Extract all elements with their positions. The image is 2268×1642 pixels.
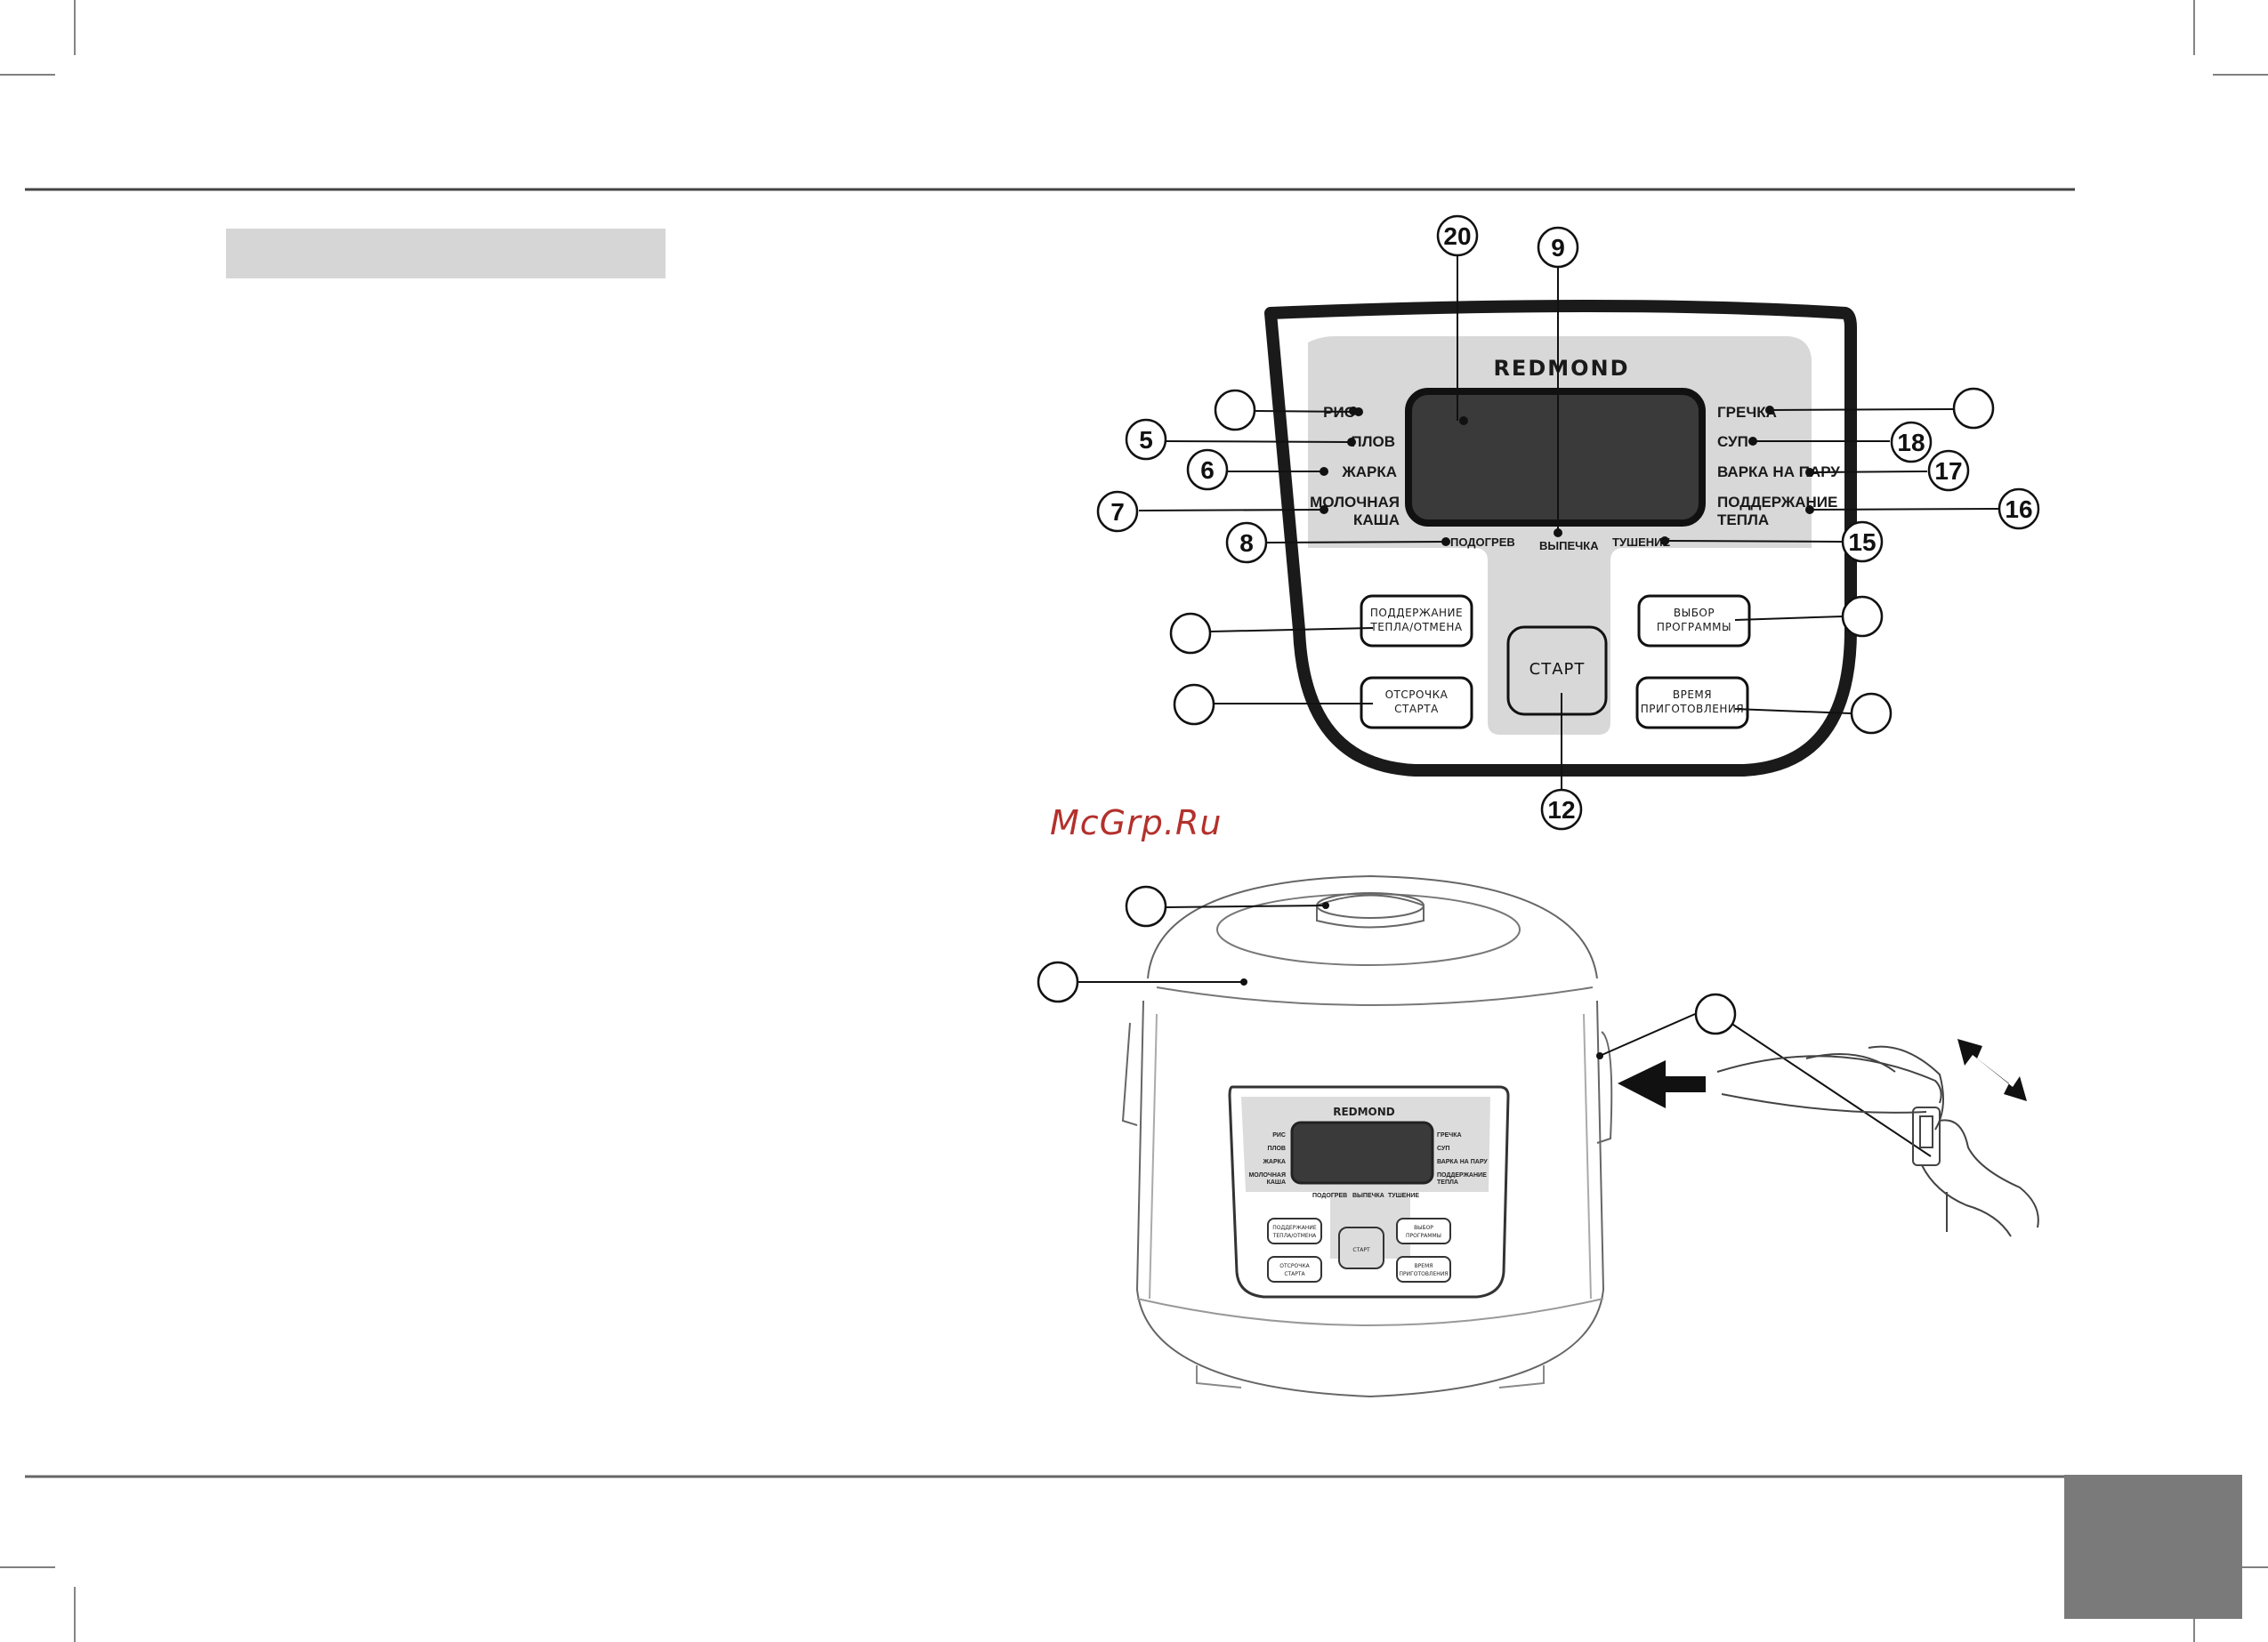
- svg-text:ПРОГРАММЫ: ПРОГРАММЫ: [1657, 621, 1731, 633]
- svg-text:16: 16: [2005, 495, 2032, 523]
- svg-text:ВАРКА НА ПАРУ: ВАРКА НА ПАРУ: [1437, 1159, 1488, 1165]
- svg-text:ОТСРОЧКА: ОТСРОЧКА: [1385, 688, 1449, 701]
- program-label-baking: ВЫПЕЧКА: [1539, 539, 1599, 552]
- callout-numbers: 20 9 5 6 7 8 18 17 16 15 12: [1110, 222, 2032, 824]
- svg-text:ТЕПЛА: ТЕПЛА: [1437, 1179, 1458, 1186]
- callout-lines: [1138, 244, 1999, 789]
- program-label-milk-porridge-2: КАША: [1353, 511, 1400, 528]
- callout-8: [1225, 521, 1268, 564]
- svg-text:ПОДДЕРЖАНИЕ: ПОДДЕРЖАНИЕ: [1272, 1225, 1317, 1231]
- program-label-reheat: ПОДОГРЕВ: [1450, 535, 1515, 549]
- callout-18: [1890, 421, 1933, 463]
- program-label-frying: ЖАРКА: [1341, 463, 1397, 480]
- svg-text:17: 17: [1934, 457, 1962, 485]
- svg-text:ПОДДЕРЖАНИЕ: ПОДДЕРЖАНИЕ: [1370, 607, 1463, 619]
- control-panel: REDMOND РИС ПЛОВ ЖАРКА МОЛОЧНАЯ КАША ГРЕ…: [1264, 300, 1857, 777]
- svg-text:СТАРТ: СТАРТ: [1529, 660, 1586, 679]
- svg-text:ЖАРКА: ЖАРКА: [1263, 1159, 1286, 1165]
- svg-text:ПОДОГРЕВ: ПОДОГРЕВ: [1312, 1193, 1347, 1199]
- mini-brand-logo: REDMOND: [1333, 1106, 1395, 1118]
- svg-text:18: 18: [1897, 429, 1925, 456]
- start-button[interactable]: СТАРТ: [1506, 625, 1608, 716]
- callout-blank-5: [1841, 595, 1884, 638]
- svg-text:СТАРТА: СТАРТА: [1284, 1271, 1305, 1277]
- program-label-pilaf: ПЛОВ: [1351, 433, 1395, 450]
- multicooker-illustration: [1121, 874, 1613, 1398]
- svg-text:ТУШЕНИЕ: ТУШЕНИЕ: [1388, 1193, 1419, 1199]
- svg-text:ВРЕМЯ: ВРЕМЯ: [1415, 1263, 1433, 1269]
- program-select-button[interactable]: ВЫБОР ПРОГРАММЫ: [1637, 594, 1751, 648]
- svg-text:ВРЕМЯ: ВРЕМЯ: [1673, 688, 1712, 701]
- svg-text:ПРОГРАММЫ: ПРОГРАММЫ: [1406, 1233, 1441, 1239]
- callout-12: [1540, 788, 1583, 831]
- body-callouts: [1037, 885, 1932, 1157]
- page-number-tab: [2064, 1475, 2242, 1619]
- program-label-buckwheat: ГРЕЧКА: [1717, 404, 1777, 421]
- mini-control-panel: REDMOND РИС ПЛОВ ЖАРКА МОЛОЧНАЯ КАША ГРЕ…: [1228, 1085, 1510, 1299]
- svg-text:ПЛОВ: ПЛОВ: [1268, 1146, 1286, 1152]
- svg-text:СТАРТ: СТАРТ: [1352, 1247, 1370, 1253]
- svg-text:ВЫБОР: ВЫБОР: [1674, 607, 1715, 619]
- callout-20: [1436, 214, 1479, 257]
- svg-text:КАША: КАША: [1267, 1179, 1286, 1186]
- callout-17: [1927, 449, 1970, 492]
- callout-16: [1998, 487, 2040, 530]
- svg-text:9: 9: [1551, 234, 1565, 262]
- program-label-milk-porridge-1: МОЛОЧНАЯ: [1310, 494, 1400, 511]
- svg-text:ТЕПЛА/ОТМЕНА: ТЕПЛА/ОТМЕНА: [1369, 621, 1462, 633]
- callout-5: [1125, 418, 1167, 461]
- callout-7: [1096, 490, 1139, 533]
- program-label-keep-warm-2: ТЕПЛА: [1717, 511, 1769, 528]
- callout-blank-4: [1173, 683, 1215, 726]
- lcd-display: [1405, 388, 1706, 527]
- svg-text:ТЕПЛА/ОТМЕНА: ТЕПЛА/ОТМЕНА: [1272, 1233, 1317, 1239]
- svg-text:15: 15: [1848, 528, 1876, 556]
- svg-text:ПРИГОТОВЛЕНИЯ: ПРИГОТОВЛЕНИЯ: [1400, 1271, 1449, 1277]
- svg-text:ГРЕЧКА: ГРЕЧКА: [1437, 1132, 1462, 1139]
- cooking-time-button[interactable]: ВРЕМЯ ПРИГОТОВЛЕНИЯ: [1635, 676, 1749, 729]
- svg-text:5: 5: [1139, 426, 1153, 454]
- program-label-keep-warm-1: ПОДДЕРЖАНИЕ: [1717, 494, 1837, 511]
- svg-text:7: 7: [1110, 498, 1125, 526]
- program-label-stewing: ТУШЕНИЕ: [1612, 535, 1670, 549]
- callout-6: [1186, 448, 1229, 491]
- callout-15: [1841, 520, 1884, 563]
- double-arrow-icon: [1957, 1039, 2027, 1101]
- callout-blank-2: [1952, 387, 1995, 430]
- svg-text:8: 8: [1239, 529, 1254, 557]
- program-label-soup: СУП: [1717, 433, 1748, 450]
- direction-arrow-left-icon: [1618, 1060, 1706, 1108]
- svg-text:МОЛОЧНАЯ: МОЛОЧНАЯ: [1248, 1172, 1286, 1179]
- keep-warm-cancel-button[interactable]: ПОДДЕРЖАНИЕ ТЕПЛА/ОТМЕНА: [1360, 594, 1473, 648]
- hand-lid-illustration: [1716, 1045, 2039, 1237]
- section-header-bar: [226, 229, 666, 278]
- svg-text:ВЫБОР: ВЫБОР: [1414, 1225, 1433, 1231]
- callout-blank-3: [1169, 612, 1212, 655]
- callout-9: [1537, 226, 1579, 269]
- svg-text:ОТСРОЧКА: ОТСРОЧКА: [1279, 1263, 1310, 1269]
- callout-blank-1: [1214, 389, 1256, 431]
- svg-text:20: 20: [1443, 222, 1471, 250]
- svg-text:ПОДДЕРЖАНИЕ: ПОДДЕРЖАНИЕ: [1437, 1172, 1487, 1179]
- svg-text:СТАРТА: СТАРТА: [1394, 703, 1439, 715]
- watermark-text: McGrp.Ru: [1050, 803, 1222, 842]
- svg-text:ВЫПЕЧКА: ВЫПЕЧКА: [1352, 1193, 1384, 1199]
- callout-circles: [1096, 214, 2040, 831]
- callout-blank-6: [1850, 692, 1893, 735]
- svg-text:СУП: СУП: [1437, 1146, 1449, 1152]
- panel-brand-logo: REDMOND: [1493, 356, 1629, 381]
- svg-text:ПРИГОТОВЛЕНИЯ: ПРИГОТОВЛЕНИЯ: [1641, 703, 1744, 715]
- svg-text:РИС: РИС: [1272, 1132, 1286, 1139]
- delay-start-button[interactable]: ОТСРОЧКА СТАРТА: [1360, 676, 1473, 729]
- svg-text:12: 12: [1547, 796, 1575, 824]
- svg-text:6: 6: [1200, 456, 1215, 484]
